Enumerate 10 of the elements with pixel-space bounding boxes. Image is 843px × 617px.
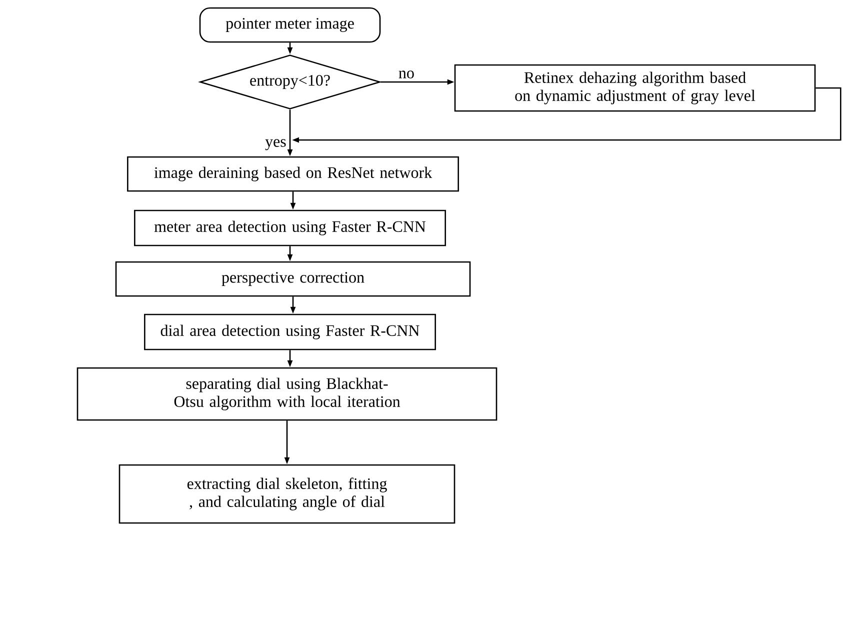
terminal-box: pointer meter image xyxy=(199,7,381,43)
process-box: extracting dial skeleton, fitting , and calculating angle of dial xyxy=(118,464,456,524)
process-box: dial area detection using Faster R-CNN xyxy=(144,314,436,350)
process-box: perspective correction xyxy=(115,261,471,297)
process-box: image deraining based on ResNet network xyxy=(127,156,459,192)
process-box: separating dial using Blackhat-Otsu algorithm with local iteration xyxy=(76,367,498,421)
process-box: meter area detection using Faster R-CNN xyxy=(134,210,446,246)
process-box: Retinex dehazing algorithm based on dynamic adjustment of gray level xyxy=(454,64,816,112)
edge-label: no xyxy=(398,70,414,78)
edge-label: yes xyxy=(265,139,286,150)
